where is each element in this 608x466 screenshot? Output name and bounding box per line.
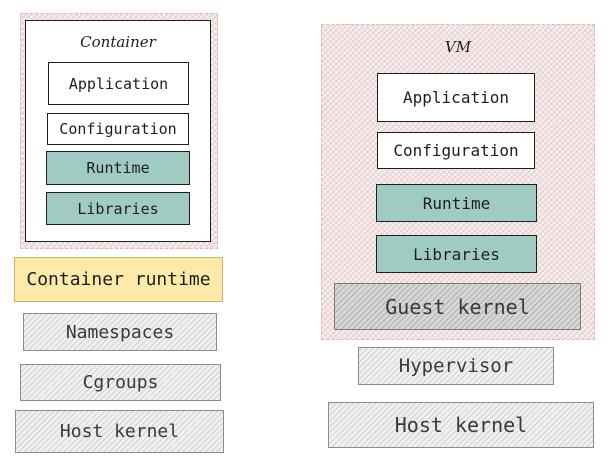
- container-libraries-layer: Libraries: [46, 192, 190, 225]
- cgroups-layer: Cgroups: [20, 364, 221, 401]
- container-title: Container: [80, 33, 156, 51]
- vm-title: VM: [444, 38, 472, 56]
- container-application-layer: Application: [48, 62, 189, 105]
- namespaces-layer: Namespaces: [23, 313, 217, 351]
- vm-host-kernel-layer: Host kernel: [328, 402, 594, 448]
- container-runtime-bar: Container runtime: [14, 257, 223, 302]
- vm-application-layer: Application: [377, 73, 535, 122]
- container-host-kernel-layer: Host kernel: [15, 410, 224, 453]
- container-configuration-layer: Configuration: [47, 113, 189, 145]
- hypervisor-layer: Hypervisor: [358, 347, 554, 385]
- vm-configuration-layer: Configuration: [377, 132, 535, 169]
- vm-libraries-layer: Libraries: [376, 235, 537, 273]
- vm-runtime-layer: Runtime: [376, 184, 537, 222]
- guest-kernel-layer: Guest kernel: [334, 283, 581, 330]
- container-runtime-layer: Runtime: [46, 151, 190, 185]
